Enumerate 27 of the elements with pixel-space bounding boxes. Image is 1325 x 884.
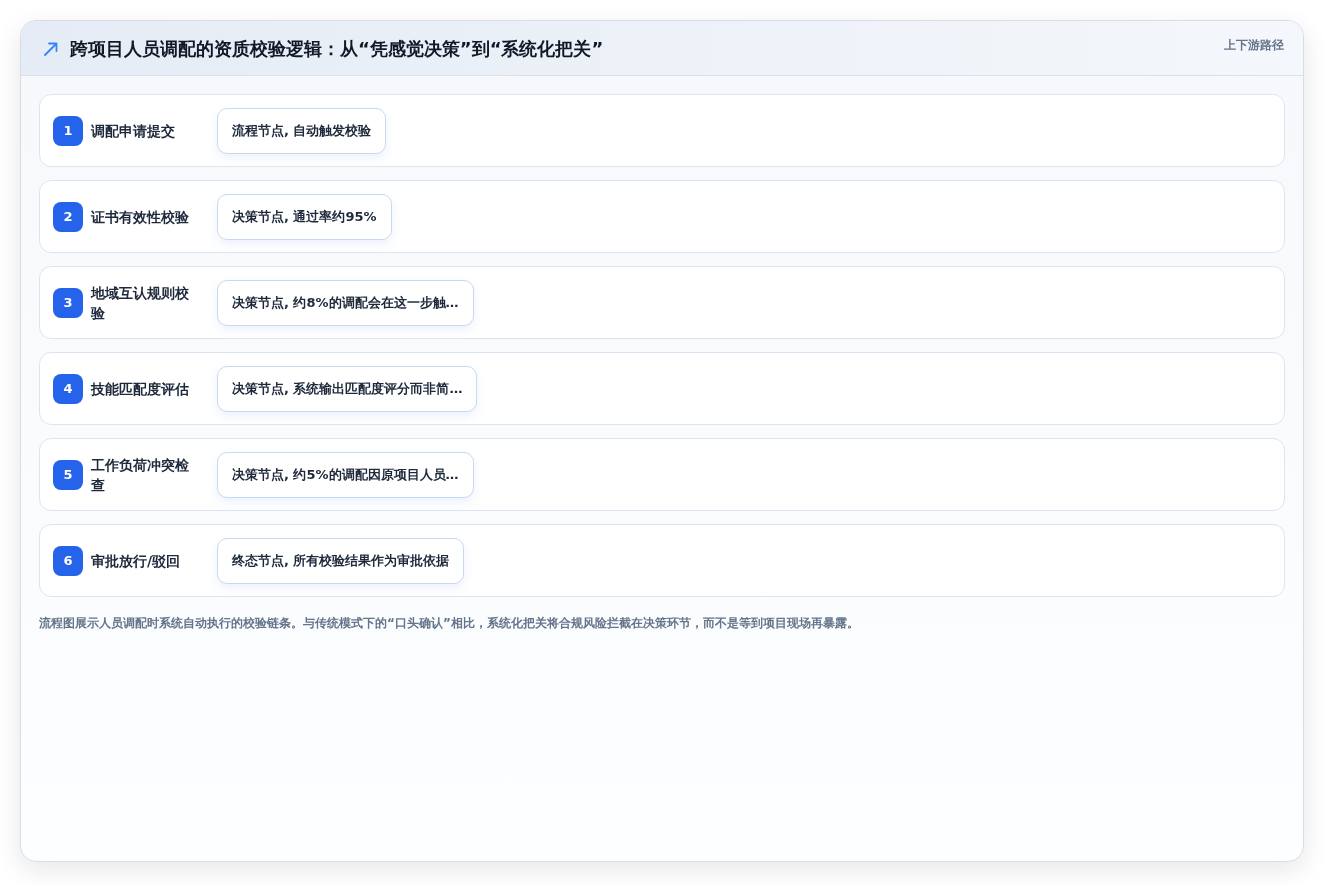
step-row	[39, 352, 1285, 425]
step-note: 决策节点, 通过率约95%	[217, 193, 392, 240]
step-number: 4	[53, 373, 83, 404]
step-number: 6	[53, 545, 83, 576]
title: 跨项目人员调配的资质校验逻辑：从“凭感觉决策”到“系统化把关”	[70, 37, 604, 61]
step-note: 终态节点, 所有校验结果作为审批依据	[217, 537, 465, 584]
step-number: 3	[53, 287, 83, 318]
caption: 流程图展示人员调配时系统自动执行的校验链条。与传统模式下的“口头确认”相比，系统化把关将合规风险拦截在决策环节，而不是等到项目现场再暴露。	[39, 615, 859, 632]
step-name: 地域互认规则校验	[91, 283, 190, 323]
step-row	[39, 438, 1285, 511]
step-row	[39, 94, 1285, 167]
step-number: 5	[53, 459, 83, 490]
step-name: 技能匹配度评估	[91, 379, 190, 399]
step-name: 工作负荷冲突检查	[91, 455, 190, 495]
step-name: 调配申请提交	[91, 121, 176, 141]
step-row	[39, 524, 1285, 597]
step-row	[39, 180, 1285, 253]
step-row	[39, 266, 1285, 339]
step-note: 决策节点, 约5%的调配因原项目人员…	[217, 451, 474, 498]
step-name: 审批放行/驳回	[91, 551, 182, 571]
step-name: 证书有效性校验	[91, 207, 190, 227]
step-note: 决策节点, 约8%的调配会在这一步触…	[217, 279, 474, 326]
step-number: 2	[53, 201, 83, 232]
step-note: 决策节点, 系统输出匹配度评分而非简…	[217, 365, 478, 412]
header-label: 上下游路径	[1224, 37, 1284, 54]
step-note: 流程节点, 自动触发校验	[217, 107, 387, 154]
step-number: 1	[53, 115, 83, 146]
